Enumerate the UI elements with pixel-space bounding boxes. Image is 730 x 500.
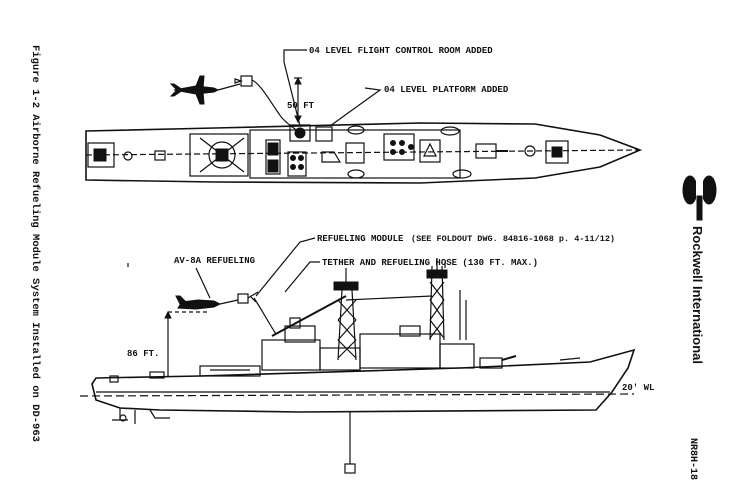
top-refuel-hose <box>251 79 301 133</box>
side-dimension-86ft <box>164 310 210 384</box>
side-drogue <box>237 291 259 304</box>
top-dimension-label: 50 FT <box>287 101 315 111</box>
side-dimension-label: 86 FT. <box>127 349 159 359</box>
label-platform: 04 LEVEL PLATFORM ADDED <box>384 85 509 95</box>
side-view-ship <box>79 258 636 474</box>
top-drogue <box>234 75 253 87</box>
leader-aircraft <box>195 267 211 299</box>
top-view-ship <box>85 122 643 184</box>
leader-control-room <box>283 49 307 127</box>
waterline-label: 20' WL <box>622 383 654 393</box>
rockwell-logo <box>682 175 717 221</box>
leader-hose <box>284 261 320 293</box>
figure-caption: Figure 1-2 Airborne Refueling Module Sys… <box>29 45 41 442</box>
brand-name: Rockwell International <box>690 226 705 364</box>
side-aircraft-icon <box>175 295 239 310</box>
label-refueling-module: REFUELING MODULE <box>317 234 404 244</box>
label-control-room: 04 LEVEL FLIGHT CONTROL ROOM ADDED <box>309 46 493 56</box>
top-aircraft-icon <box>169 75 241 105</box>
label-foldout: (SEE FOLDOUT DWG. 84816-1068 p. 4-11/12) <box>411 234 615 244</box>
top-dimension-50ft <box>294 76 302 124</box>
label-aircraft: AV-8A REFUELING <box>174 256 255 266</box>
o4-platform <box>315 126 333 142</box>
doc-number: NR8H-18 <box>687 438 698 480</box>
side-refuel-hose <box>253 297 277 335</box>
leader-module <box>255 237 316 297</box>
side-hull <box>91 348 636 413</box>
leader-platform <box>329 87 382 127</box>
label-hose: TETHER AND REFUELING HOSE (130 FT. MAX.) <box>322 258 538 268</box>
